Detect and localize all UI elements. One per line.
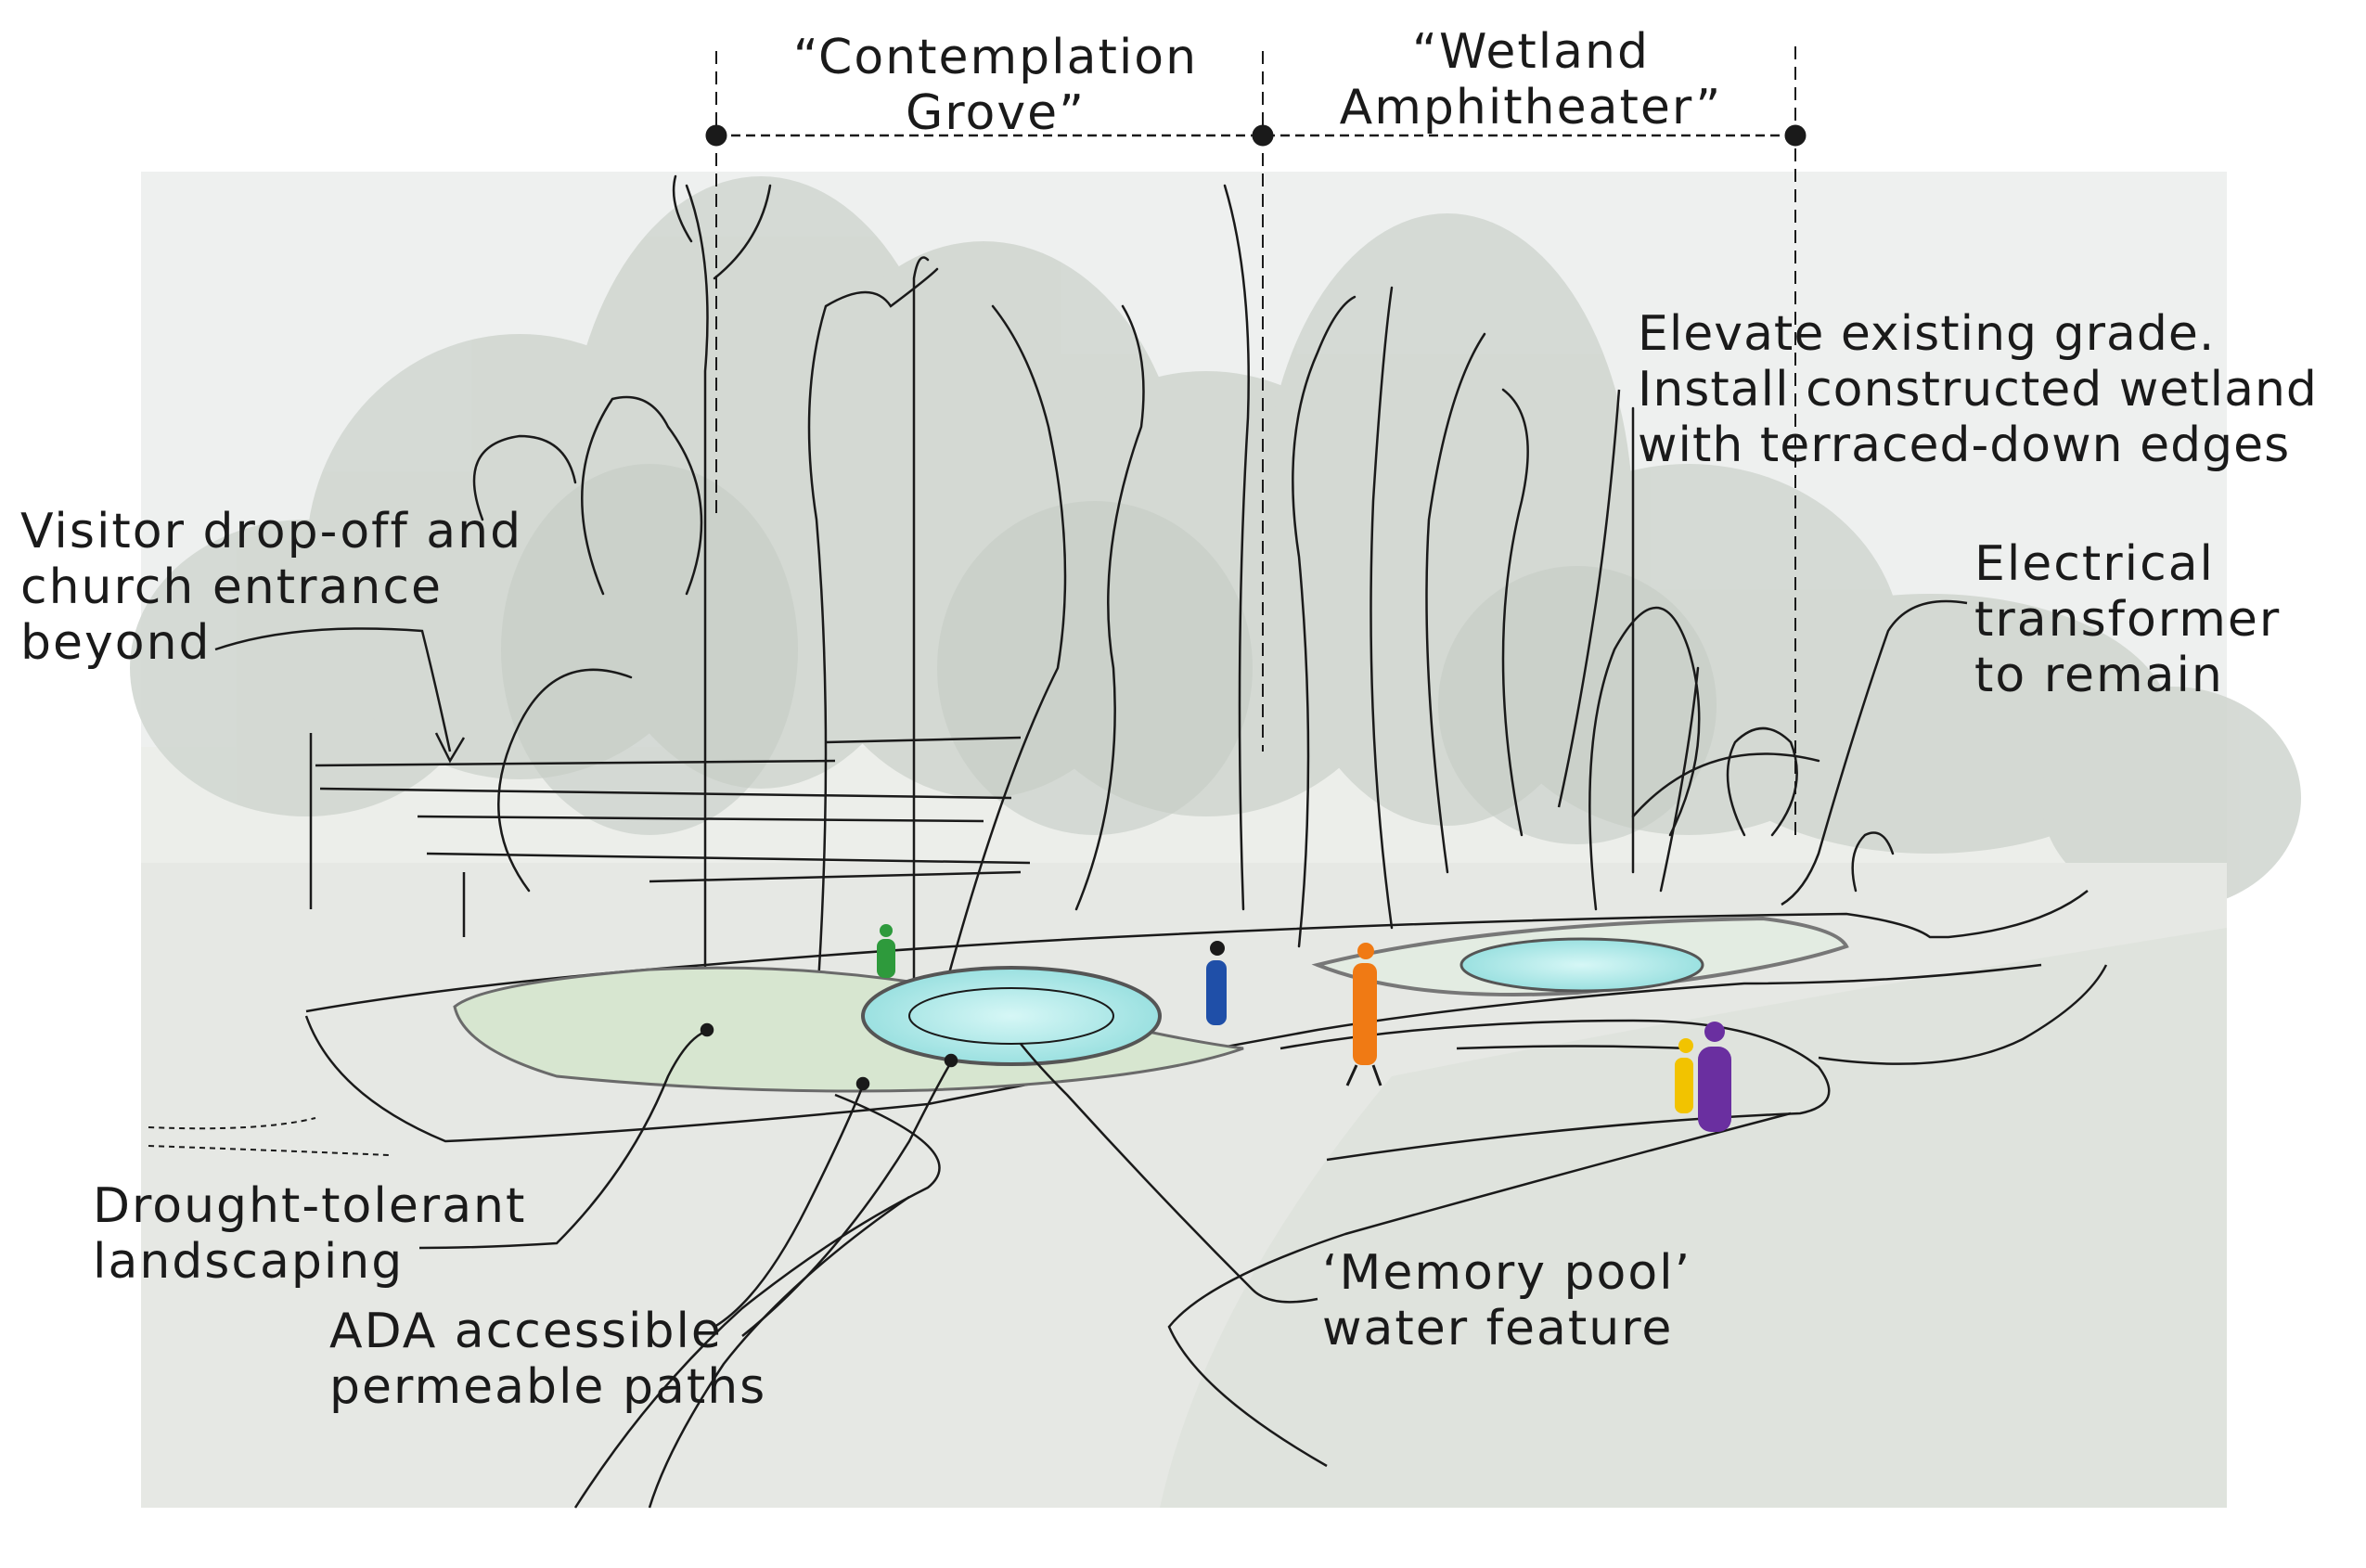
- leader-memory: [1020, 1043, 1318, 1304]
- callout-line: Install constructed wetland: [1638, 362, 2318, 418]
- leader-visitor: [214, 627, 452, 752]
- zone-label-line: “Contemplation: [792, 30, 1199, 85]
- leader-electrical: [1781, 599, 1968, 906]
- zone-label-contemplation: “Contemplation Grove”: [778, 30, 1214, 141]
- people-figures: [877, 924, 1731, 1132]
- callout-line: Electrical: [1974, 536, 2216, 592]
- memory-pool: [861, 966, 1162, 1066]
- callout-line: permeable paths: [329, 1359, 767, 1415]
- person-blue: [1206, 941, 1227, 1025]
- zone-label-line: Grove”: [905, 85, 1087, 141]
- callout-ada-paths: ADA accessible permeable paths: [329, 1304, 766, 1415]
- callout-line: Drought-tolerant: [93, 1178, 527, 1234]
- zone-label-line: Amphitheater”: [1339, 80, 1723, 135]
- zone-dimension-line: [705, 46, 1807, 835]
- person-orange: [1345, 943, 1382, 1086]
- callout-line: with terraced-down edges: [1638, 418, 2291, 473]
- leader-ada-2: [741, 1061, 953, 1337]
- callout-line: to remain: [1974, 648, 2224, 703]
- callout-line: Elevate existing grade.: [1638, 306, 2216, 362]
- callout-line: beyond: [20, 615, 212, 671]
- callout-electrical-transformer: Electrical transformer to remain: [1974, 536, 2281, 703]
- person-yellow: [1675, 1038, 1693, 1113]
- callout-line: ‘Memory pool’: [1322, 1245, 1692, 1301]
- leader-drought: [418, 1030, 706, 1250]
- zone-label-wetland: “Wetland Amphitheater”: [1308, 24, 1754, 135]
- building-sketch: [309, 733, 1031, 937]
- sketched-trees: [472, 174, 1895, 1022]
- wetland-pool: [1459, 937, 1704, 993]
- callout-line: transformer: [1974, 592, 2282, 648]
- callout-line: landscaping: [93, 1234, 405, 1290]
- zone-label-line: “Wetland: [1412, 24, 1650, 80]
- callout-line: Visitor drop-off and: [20, 504, 523, 559]
- photo-background: [130, 172, 2301, 1508]
- callout-drought-tolerant: Drought-tolerant landscaping: [93, 1178, 526, 1290]
- callout-elevate-grade: Elevate existing grade. Install construc…: [1638, 306, 2361, 473]
- person-green: [877, 924, 895, 978]
- callout-line: church entrance: [20, 559, 443, 615]
- leader-lines: [214, 389, 1968, 1337]
- ground-plan-sketch: [148, 890, 2108, 1509]
- callout-visitor-dropoff: Visitor drop-off and church entrance bey…: [20, 504, 522, 671]
- leader-elevate: [1557, 389, 1621, 808]
- callout-memory-pool: ‘Memory pool’ water feature: [1322, 1245, 1691, 1356]
- callout-line: ADA accessible: [329, 1304, 723, 1359]
- person-purple: [1698, 1022, 1731, 1132]
- leader-ada-1: [714, 1085, 865, 1329]
- callout-line: water feature: [1322, 1301, 1674, 1356]
